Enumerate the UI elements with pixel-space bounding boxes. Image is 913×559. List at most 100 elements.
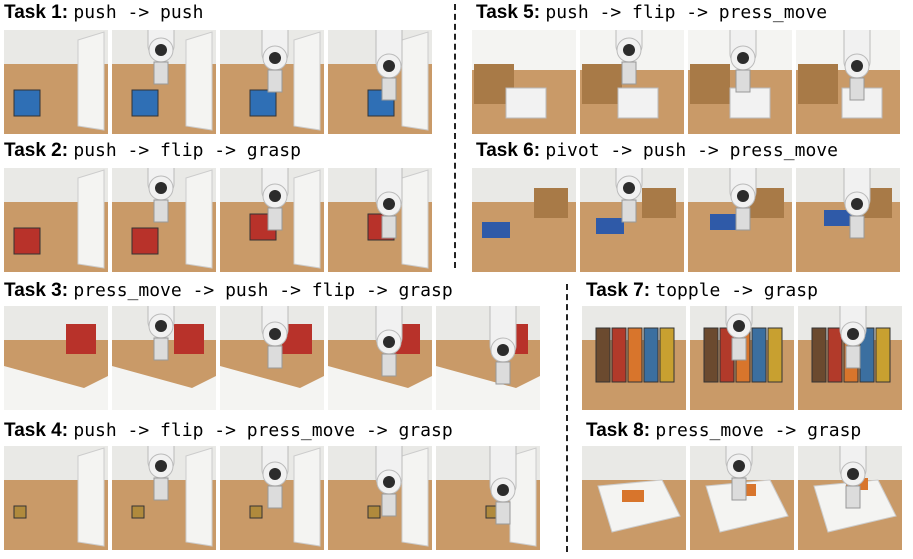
video-frame xyxy=(690,446,794,550)
task-sequence: topple -> grasp xyxy=(655,280,818,301)
robot-arm xyxy=(615,168,643,223)
task-5-title: Task 5: push -> flip -> press_move xyxy=(476,2,827,24)
frame-strip xyxy=(4,306,540,410)
task-sequence: push -> push xyxy=(73,2,204,23)
frame-photo xyxy=(688,168,792,272)
video-frame xyxy=(796,168,900,272)
video-frame xyxy=(112,168,216,272)
frame-photo xyxy=(690,306,794,410)
task-label: Task 1: xyxy=(4,2,69,23)
robot-arm xyxy=(261,168,289,231)
task-1-title: Task 1: push -> push xyxy=(4,2,203,24)
frame-strip xyxy=(472,30,900,134)
task-sequence: push -> flip -> press_move xyxy=(545,2,828,23)
robot-arm xyxy=(147,30,175,85)
task-sequence: push -> flip -> press_move -> grasp xyxy=(73,420,453,441)
frame-photo xyxy=(580,30,684,134)
video-frame xyxy=(112,446,216,550)
robot-arm xyxy=(489,446,517,525)
robot-arm xyxy=(725,446,753,501)
video-frame xyxy=(580,30,684,134)
frame-photo xyxy=(220,446,324,550)
video-frame xyxy=(4,306,108,410)
frame-strip xyxy=(582,306,902,410)
frame-photo xyxy=(328,30,432,134)
video-frame xyxy=(328,306,432,410)
task-sequence: pivot -> push -> press_move xyxy=(545,140,838,161)
task-sequence: press_move -> push -> flip -> grasp xyxy=(73,280,453,301)
frame-photo xyxy=(4,168,108,272)
frame-photo xyxy=(798,446,902,550)
video-frame xyxy=(580,168,684,272)
frame-photo xyxy=(796,30,900,134)
video-frame xyxy=(472,168,576,272)
frame-photo xyxy=(220,168,324,272)
frame-photo xyxy=(436,446,540,550)
video-frame xyxy=(436,446,540,550)
frame-photo xyxy=(112,168,216,272)
video-frame xyxy=(688,30,792,134)
frame-photo xyxy=(220,30,324,134)
robot-arm xyxy=(725,306,753,361)
task-7-title: Task 7: topple -> grasp xyxy=(586,280,818,302)
divider-top xyxy=(454,4,456,268)
robot-arm xyxy=(375,30,403,101)
frame-strip xyxy=(582,446,902,550)
robot-arm xyxy=(375,306,403,377)
frame-photo xyxy=(580,168,684,272)
task-label: Task 4: xyxy=(4,420,69,441)
robot-arm xyxy=(729,30,757,93)
robot-arm xyxy=(489,306,517,385)
robot-arm xyxy=(261,30,289,93)
video-frame xyxy=(220,446,324,550)
video-frame xyxy=(328,446,432,550)
task-2-title: Task 2: push -> flip -> grasp xyxy=(4,140,301,162)
task-sequence: push -> flip -> grasp xyxy=(73,140,301,161)
video-frame xyxy=(328,168,432,272)
frame-photo xyxy=(112,30,216,134)
robot-arm xyxy=(839,446,867,509)
robot-arm xyxy=(261,306,289,369)
video-frame xyxy=(112,30,216,134)
frame-photo xyxy=(582,306,686,410)
frame-photo xyxy=(798,306,902,410)
video-frame xyxy=(112,306,216,410)
robot-arm xyxy=(843,168,871,239)
frame-photo xyxy=(436,306,540,410)
frame-photo xyxy=(328,306,432,410)
video-frame xyxy=(220,306,324,410)
robot-arm xyxy=(375,446,403,517)
robot-arm xyxy=(615,30,643,85)
video-frame xyxy=(4,446,108,550)
video-frame xyxy=(798,306,902,410)
task-sequence: press_move -> grasp xyxy=(655,420,862,441)
task-label: Task 6: xyxy=(476,140,541,161)
video-frame xyxy=(582,446,686,550)
frame-photo xyxy=(4,30,108,134)
video-frame xyxy=(4,30,108,134)
robot-arm xyxy=(729,168,757,231)
frame-strip xyxy=(472,168,900,272)
task-8-title: Task 8: press_move -> grasp xyxy=(586,420,861,442)
frame-photo xyxy=(4,306,108,410)
task-label: Task 8: xyxy=(586,420,651,441)
frame-photo xyxy=(688,30,792,134)
video-frame xyxy=(4,168,108,272)
task-6-title: Task 6: pivot -> push -> press_move xyxy=(476,140,838,162)
task-label: Task 7: xyxy=(586,280,651,301)
frame-photo xyxy=(112,306,216,410)
robot-arm xyxy=(147,446,175,501)
frame-strip xyxy=(4,446,540,550)
frame-photo xyxy=(582,446,686,550)
frame-photo xyxy=(4,446,108,550)
frame-photo xyxy=(472,168,576,272)
video-frame xyxy=(688,168,792,272)
frame-photo xyxy=(328,168,432,272)
task-label: Task 5: xyxy=(476,2,541,23)
video-frame xyxy=(328,30,432,134)
task-4-title: Task 4: push -> flip -> press_move -> gr… xyxy=(4,420,453,442)
frame-strip xyxy=(4,30,432,134)
video-frame xyxy=(796,30,900,134)
robot-arm xyxy=(839,306,867,369)
robot-arm xyxy=(375,168,403,239)
